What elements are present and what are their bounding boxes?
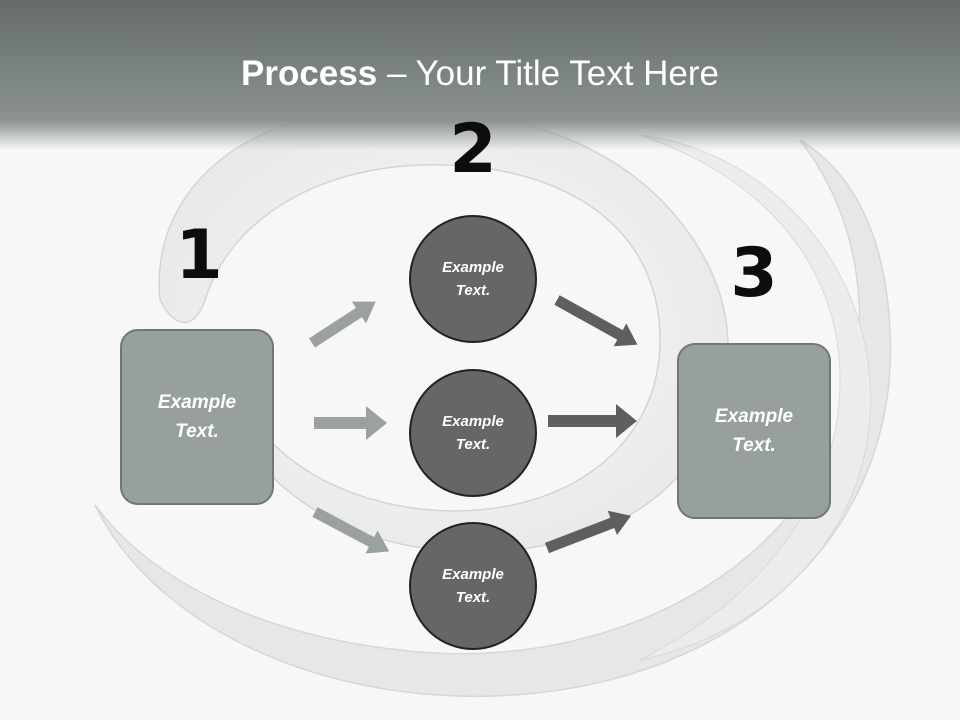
title-rest: – Your Title Text Here — [377, 54, 719, 93]
arrow-left-to-middle — [314, 406, 387, 440]
step-number-2: 2 — [449, 110, 497, 189]
title-bar — [0, 0, 960, 150]
top-circle: Example Text. — [409, 215, 537, 343]
arrow-bottom-to-right — [545, 510, 632, 554]
step-number-1: 1 — [175, 216, 223, 295]
right-process-box: Example Text. — [677, 343, 831, 519]
middle-circle: Example Text. — [409, 369, 537, 497]
arrow-middle-to-right — [548, 404, 637, 438]
arrow-left-to-bottom — [312, 507, 390, 554]
left-process-box: Example Text. — [120, 329, 274, 505]
title-bold: Process — [241, 54, 378, 93]
mid-ring — [639, 134, 872, 661]
arrow-left-to-top — [309, 301, 376, 348]
slide-title: Process – Your Title Text Here — [0, 52, 960, 96]
arrow-top-to-right — [554, 295, 638, 347]
step-number-3: 3 — [730, 234, 778, 313]
bottom-circle: Example Text. — [409, 522, 537, 650]
